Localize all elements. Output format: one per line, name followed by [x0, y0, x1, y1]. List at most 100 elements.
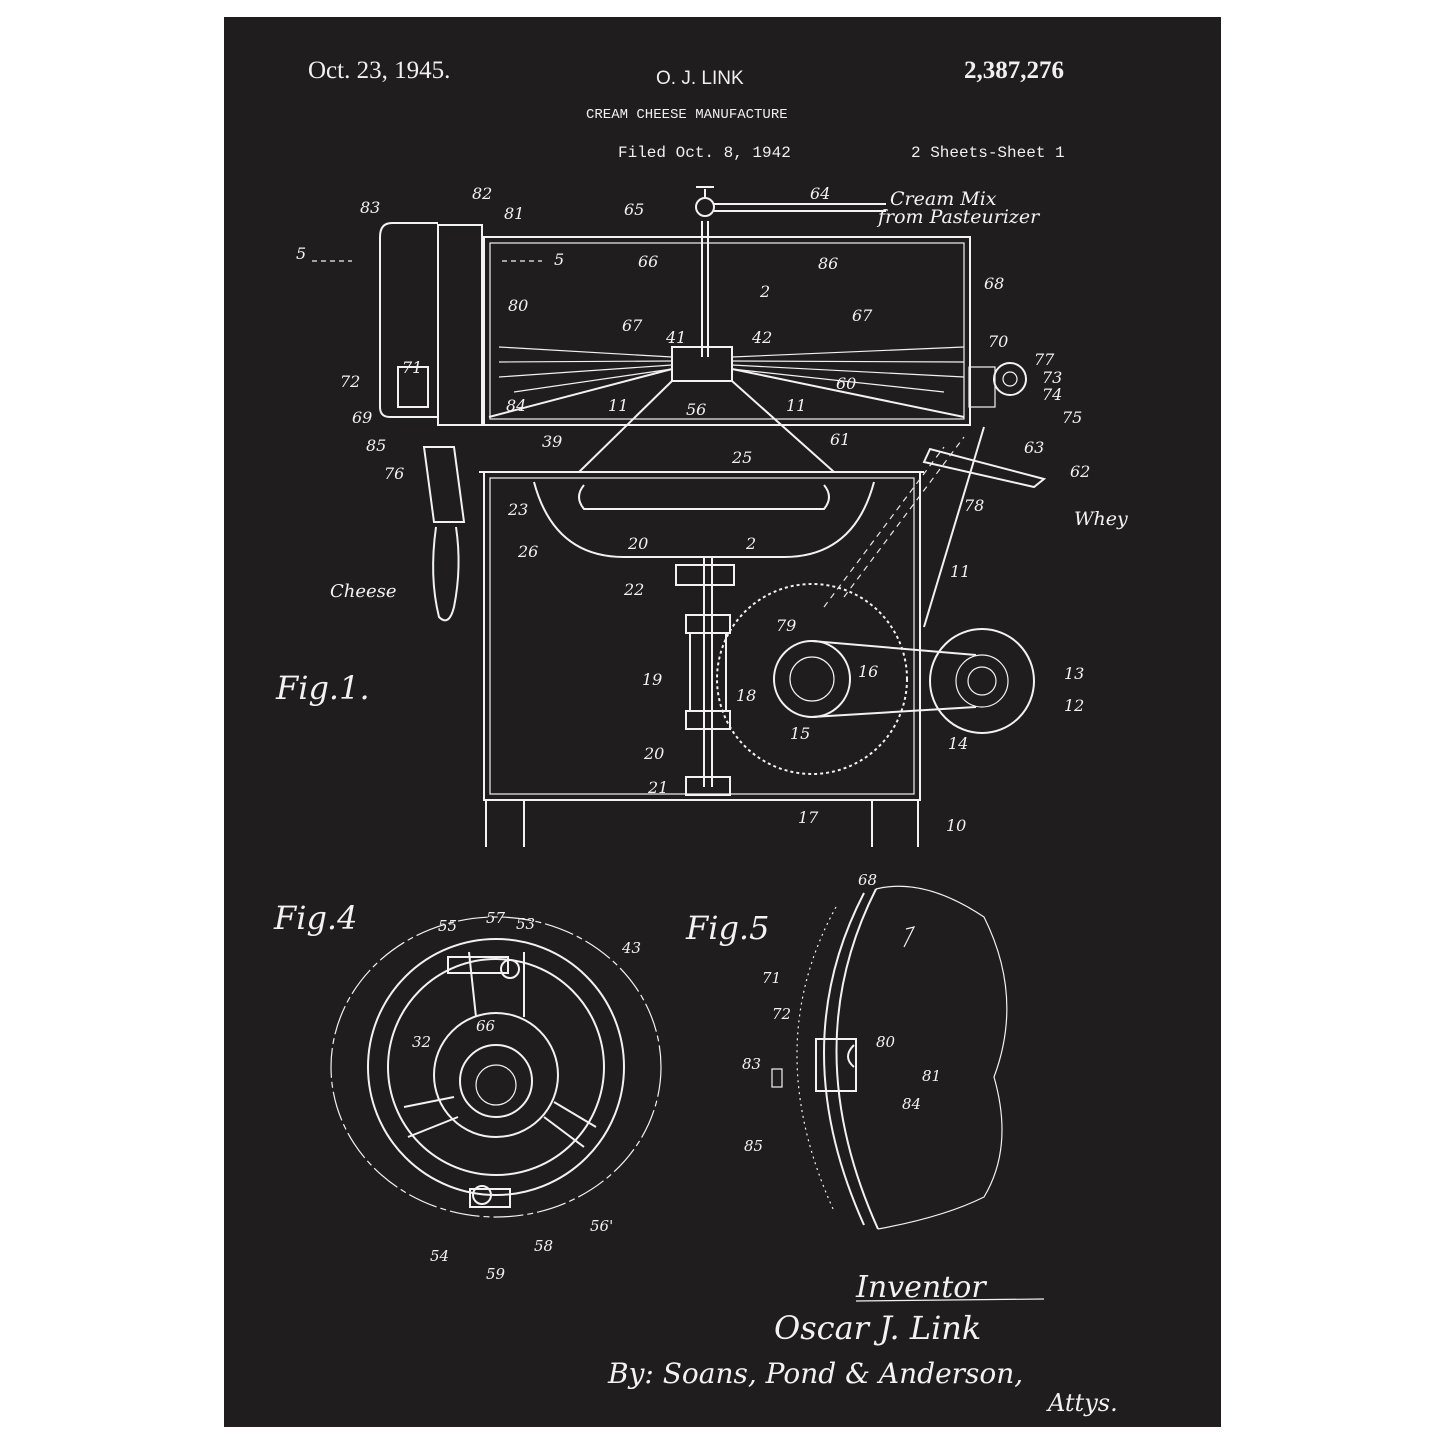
patent-poster: Oct. 23, 1945. O. J. LINK 2,387,276 CREA… — [224, 17, 1221, 1427]
ref-16: 16 — [858, 662, 878, 681]
ref-80: 80 — [508, 296, 528, 315]
ref-60: 60 — [836, 374, 856, 393]
ref-67-right: 67 — [852, 306, 873, 325]
ref-72: 72 — [340, 372, 360, 391]
fig4-ring-outer — [367, 938, 625, 1196]
ref-64: 64 — [810, 184, 830, 203]
ref4-56p: 56' — [590, 1217, 613, 1235]
ref-39: 39 — [542, 432, 562, 451]
ref-18: 18 — [736, 686, 756, 705]
cone-bowl — [576, 380, 837, 473]
ref-20-top: 20 — [627, 534, 648, 553]
ref5-81: 81 — [922, 1067, 941, 1085]
cheese-label: Cheese — [330, 581, 397, 602]
ref-11-b: 11 — [786, 396, 806, 415]
ref-81: 81 — [504, 204, 524, 223]
fig1-label: Fig.1. — [275, 669, 370, 707]
sheet-count: 2 Sheets-Sheet 1 — [911, 144, 1065, 162]
collecting-pan — [533, 481, 875, 558]
patent-drawing: 83 82 81 5 5 65 64 66 86 68 2 80 41 42 6… — [273, 184, 1128, 1417]
fig5-wall-outer — [823, 892, 865, 1226]
ref-75: 75 — [1062, 408, 1082, 427]
ref-86: 86 — [818, 254, 838, 273]
attorneys-suffix: Attys. — [1046, 1389, 1118, 1417]
ref-63: 63 — [1024, 438, 1044, 457]
drive-gear — [716, 583, 908, 775]
from-pasteurizer-label: from Pasteurizer — [876, 206, 1041, 228]
ref5-71: 71 — [762, 969, 781, 987]
ref-5-right: 5 — [554, 250, 564, 269]
ref-41: 41 — [665, 328, 686, 347]
ref-76: 76 — [384, 464, 404, 483]
ref-2-top: 2 — [759, 282, 770, 301]
patent-title: CREAM CHEESE MANUFACTURE — [586, 107, 788, 123]
ref5-72: 72 — [772, 1005, 791, 1023]
ref4-55: 55 — [438, 917, 457, 935]
fig5-scraper-bracket — [815, 1038, 857, 1092]
ref-5-left: 5 — [296, 244, 306, 263]
ref-78: 78 — [964, 496, 984, 515]
ref-69: 69 — [352, 408, 372, 427]
fig1-reference-numerals: 83 82 81 5 5 65 64 66 86 68 2 80 41 42 6… — [296, 184, 1090, 835]
fig5-break-outline — [875, 885, 1008, 1230]
ref-67-left: 67 — [622, 316, 643, 335]
inventor-label: Inventor — [855, 1270, 987, 1305]
ref-83: 83 — [360, 198, 380, 217]
ref-85: 85 — [366, 436, 386, 455]
patent-number: 2,387,276 — [964, 57, 1064, 84]
cheese-outlet — [422, 446, 466, 523]
motor-pulley — [929, 628, 1035, 734]
legs — [485, 800, 919, 847]
ref-77: 77 — [1034, 350, 1055, 369]
valve — [695, 197, 715, 217]
ref5-85: 85 — [744, 1137, 763, 1155]
ref4-58: 58 — [534, 1237, 553, 1255]
ref-15: 15 — [790, 724, 810, 743]
ref5-68: 68 — [858, 871, 877, 889]
drive-belt — [811, 640, 977, 656]
distributor-head — [671, 346, 733, 382]
ref-23: 23 — [507, 500, 528, 519]
ref4-57: 57 — [486, 909, 506, 927]
figure-labels: Fig.1. Fig.4 Fig.5 — [273, 669, 769, 947]
fig4-ring-inner — [387, 958, 605, 1176]
ref-17: 17 — [798, 808, 819, 827]
ref-14: 14 — [948, 734, 968, 753]
ref-56: 56 — [686, 400, 706, 419]
ref-66: 66 — [638, 252, 658, 271]
inventor-name: Oscar J. Link — [774, 1309, 981, 1347]
ref-61: 61 — [830, 430, 850, 449]
ref-70: 70 — [988, 332, 1008, 351]
ref-10: 10 — [946, 816, 966, 835]
whey-chute — [922, 447, 1047, 489]
annotations: Cream Mix from Pasteurizer Whey Cheese — [330, 188, 1128, 602]
signature-block: Inventor Oscar J. Link By: Soans, Pond &… — [607, 1270, 1118, 1417]
ref-19: 19 — [642, 670, 662, 689]
ref4-43: 43 — [621, 939, 641, 957]
ref-71: 71 — [402, 358, 422, 377]
ref-12: 12 — [1064, 696, 1084, 715]
ref4-32: 32 — [412, 1033, 431, 1051]
fig5-reference-numerals: 68 71 72 80 83 81 84 85 — [742, 871, 941, 1155]
lower-housing — [483, 471, 921, 801]
ref-74: 74 — [1042, 385, 1062, 404]
ref-84: 84 — [506, 396, 526, 415]
ref-20-bottom: 20 — [643, 744, 664, 763]
ref-65: 65 — [624, 200, 644, 219]
filed-date: Filed Oct. 8, 1942 — [618, 144, 791, 162]
ref-82: 82 — [472, 184, 492, 203]
fig5-label: Fig.5 — [685, 909, 769, 947]
ref-11-a: 11 — [608, 396, 628, 415]
fig1-apparatus — [312, 186, 1047, 847]
cream-mix-label: Cream Mix — [890, 188, 997, 210]
fig4-label: Fig.4 — [273, 899, 357, 937]
fig4-reference-numerals: 55 57 53 43 32 66 56' 54 58 59 — [412, 909, 641, 1283]
ref4-53: 53 — [516, 915, 535, 933]
ref-79: 79 — [776, 616, 796, 635]
fig5-toothed-rim — [796, 906, 837, 1212]
ref-26: 26 — [517, 542, 538, 561]
fig4-outer-boundary — [330, 916, 662, 1218]
cheese-scraper-column — [437, 224, 483, 426]
ref-62: 62 — [1070, 462, 1090, 481]
ref5-80: 80 — [876, 1033, 896, 1051]
